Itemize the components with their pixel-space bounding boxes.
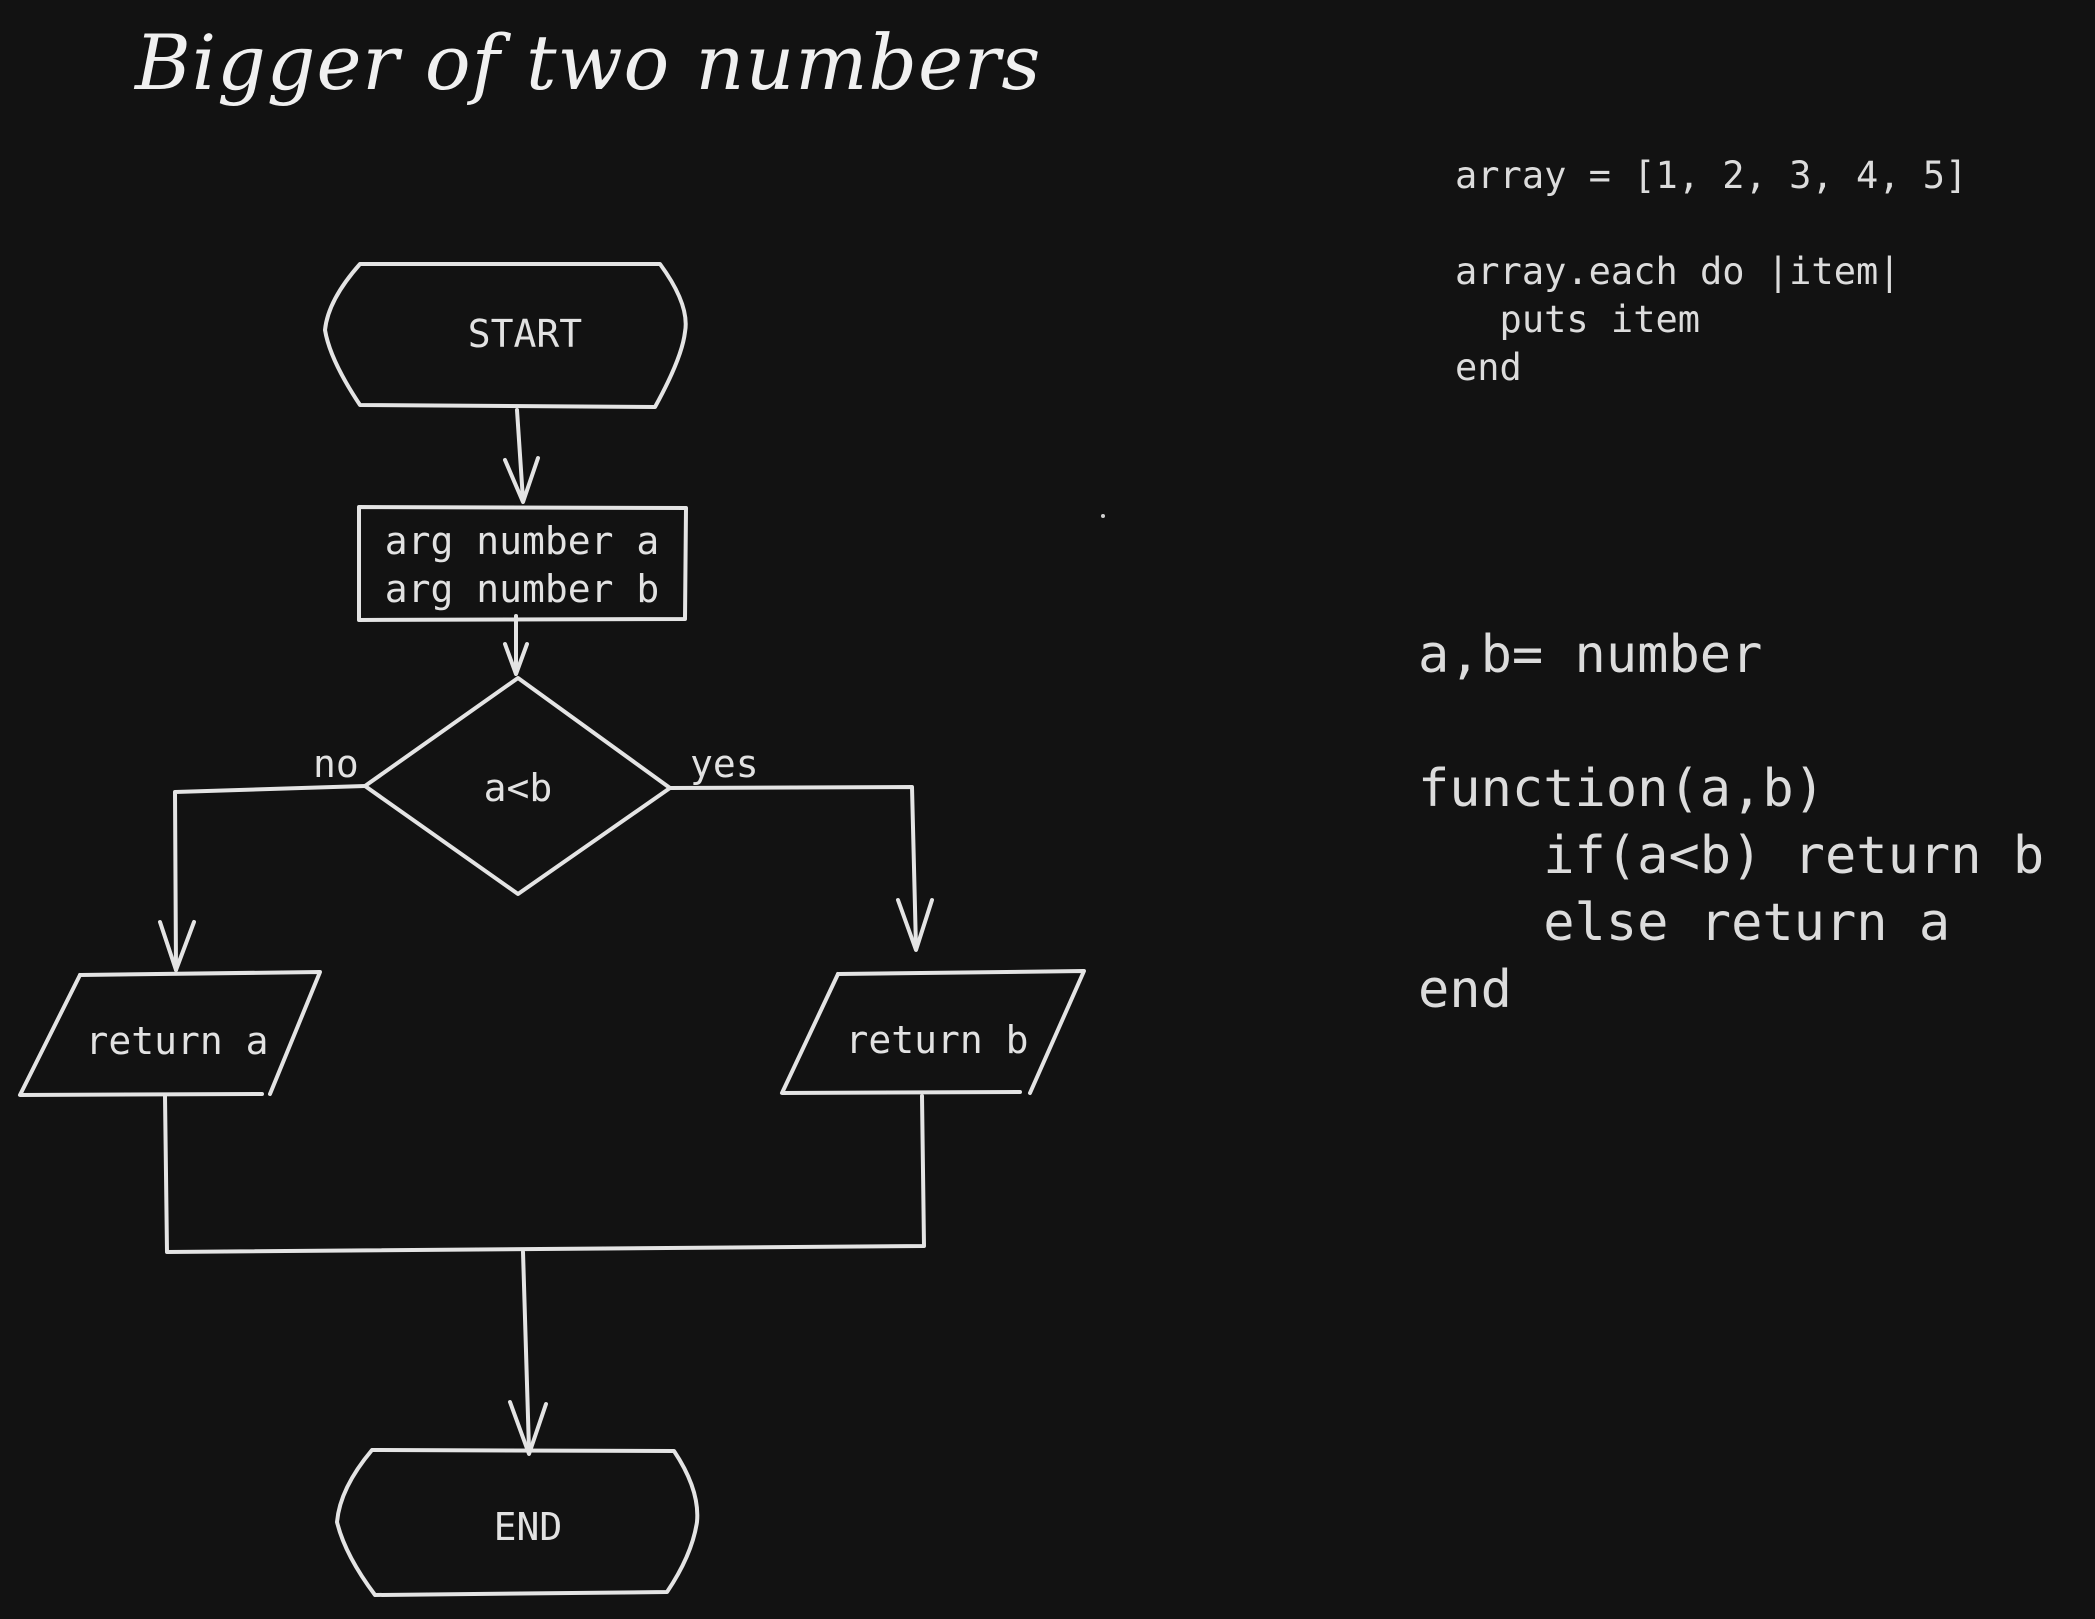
decision-label: a<b — [484, 766, 553, 810]
end-label: END — [494, 1505, 563, 1549]
code-line: a,b= number — [1418, 625, 1763, 685]
end-node[interactable]: END — [335, 1448, 700, 1597]
code-line: end — [1455, 346, 1522, 389]
return-b-node[interactable]: return b — [780, 969, 1086, 1095]
code-line: puts item — [1455, 298, 1701, 341]
return-b-label: return b — [845, 1018, 1028, 1062]
code-line: end — [1418, 960, 1512, 1020]
start-node[interactable]: START — [323, 262, 688, 409]
code-line: array = [1, 2, 3, 4, 5] — [1455, 154, 1968, 197]
branch-no: no — [158, 742, 367, 972]
start-label: START — [468, 312, 582, 356]
return-a-label: return a — [85, 1019, 268, 1063]
code-line: function(a,b) — [1418, 759, 1825, 819]
arrow-args-to-decision — [503, 614, 529, 676]
code-line: else return a — [1418, 893, 1951, 953]
code-block-array: array = [1, 2, 3, 4, 5] array.each do |i… — [1455, 152, 1967, 392]
code-line: array.each do |item| — [1455, 250, 1901, 293]
args-line-2: arg number b — [385, 567, 660, 611]
args-node[interactable]: arg number a arg number b — [357, 505, 688, 622]
decision-node[interactable]: a<b — [363, 676, 672, 896]
arrow-merge-to-end — [508, 1250, 548, 1456]
code-line: if(a<b) return b — [1418, 826, 2045, 886]
diagram-title: Bigger of two numbers — [135, 18, 1042, 107]
args-line-1: arg number a — [385, 519, 660, 563]
stray-dot — [1101, 514, 1105, 518]
return-a-node[interactable]: return a — [18, 970, 322, 1097]
merge-connector — [163, 1094, 926, 1254]
branch-no-label: no — [313, 742, 359, 786]
branch-yes: yes — [668, 742, 934, 952]
branch-yes-label: yes — [690, 742, 759, 786]
code-block-function: a,b= number function(a,b) if(a<b) return… — [1418, 622, 2044, 1024]
arrow-start-to-args — [503, 408, 540, 504]
